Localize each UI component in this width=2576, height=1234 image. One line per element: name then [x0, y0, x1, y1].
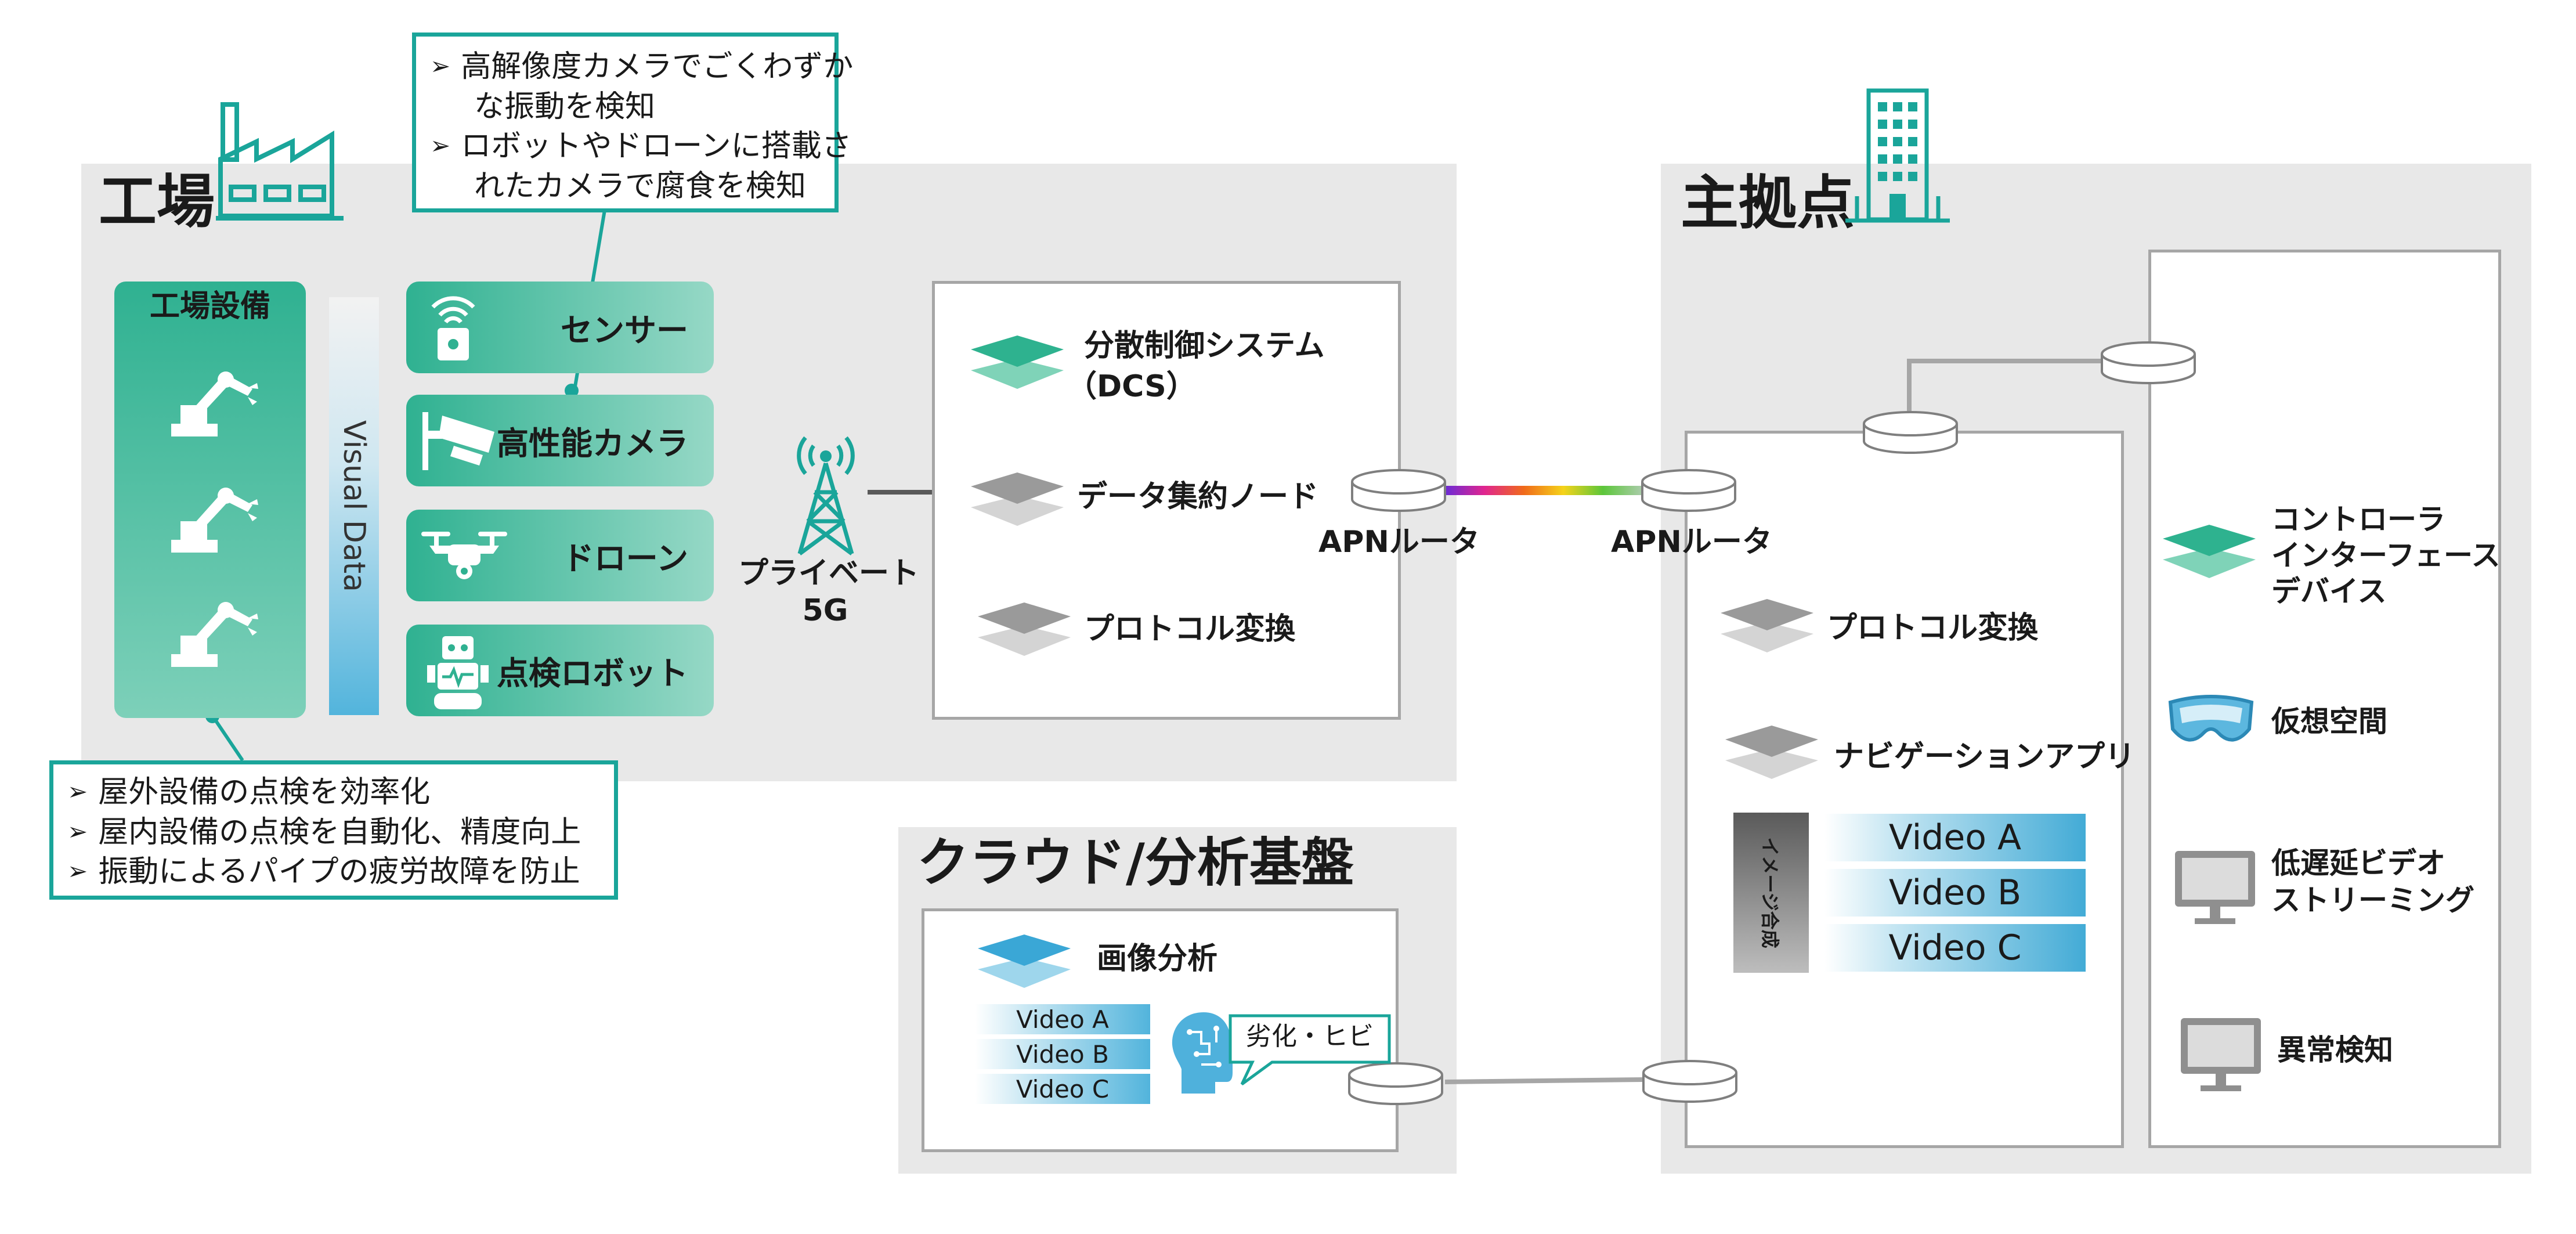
cloud-title: クラウド/分析基盤	[917, 832, 1354, 893]
bottom-callout: 屋外設備の点検を効率化 屋内設備の点検を自動化、精度向上 振動によるパイプの疲労…	[49, 760, 618, 900]
camera-tile: 高性能カメラ	[406, 395, 714, 486]
apn-router-label: APNルータ	[1318, 525, 1480, 560]
factory-icon	[216, 102, 344, 221]
router-icon	[1348, 1062, 1443, 1105]
router-icon	[1642, 1060, 1737, 1103]
drone-tile: ドローン	[406, 510, 714, 601]
dcs-label: 分散制御システム	[1084, 329, 1325, 363]
cloud-hq-link	[1444, 1077, 1643, 1084]
callout-line: 高解像度カメラでごくわずか	[430, 47, 853, 87]
data-node-label: データ集約ノード	[1077, 479, 1319, 514]
cloud-video-b: Video B	[975, 1039, 1150, 1069]
layers-icon	[971, 335, 1064, 389]
ai-brain-icon	[1172, 1012, 1240, 1094]
drone-label: ドローン	[562, 540, 688, 577]
controller-label-3: デバイス	[2271, 575, 2387, 608]
callout-line: 屋内設備の点検を自動化、精度向上	[67, 813, 600, 853]
video-b-bar: Video B	[1824, 869, 2086, 917]
robot-arm-icon	[171, 488, 258, 553]
vr-headset-icon	[2168, 695, 2254, 742]
router-icon	[1351, 469, 1446, 512]
router-icon	[1863, 411, 1958, 454]
layers-icon-gray	[1721, 599, 1813, 652]
layers-icon-gray	[978, 602, 1071, 656]
building-icon	[1845, 88, 1950, 223]
robot-arm-icon	[171, 602, 258, 667]
apn-link	[1445, 486, 1642, 495]
image-synth-label: イメージ合成	[1759, 837, 1781, 948]
robot-arm-icon	[171, 371, 258, 436]
apn-router-label-hq: APNルータ	[1611, 525, 1772, 560]
cloud-video-a: Video A	[975, 1004, 1150, 1034]
router-icon	[2101, 341, 2196, 384]
camera-icon	[422, 412, 494, 470]
layers-icon	[2163, 525, 2256, 578]
sensor-icon	[431, 296, 475, 360]
hq-processing-box	[1685, 431, 2124, 1148]
equipment-title: 工場設備	[149, 289, 270, 324]
speech-bubble	[1229, 1014, 1391, 1086]
robot-tile: 点検ロボット	[406, 625, 714, 716]
dcs-label-2: （DCS）	[1067, 369, 1197, 404]
visual-data-bar	[329, 297, 379, 715]
top-callout: 高解像度カメラでごくわずか な振動を検知 ロボットやドローンに搭載さ れたカメラ…	[412, 33, 853, 212]
factory-title: 工場	[99, 168, 215, 236]
speech-text: 劣化・ヒビ	[1246, 1022, 1374, 1051]
callout-line: ロボットやドローンに搭載さ	[430, 127, 851, 167]
drone-icon	[421, 532, 507, 579]
private-5g-label: プライベート	[738, 556, 920, 591]
callout-line: 振動によるパイプの疲労故障を防止	[67, 852, 600, 892]
monitor-icon	[2181, 1018, 2261, 1091]
hq-protocol-label: プロトコル変換	[1827, 611, 2039, 645]
streaming-label: 低遅延ビデオ	[2271, 846, 2445, 880]
equipment-panel	[114, 282, 306, 718]
video-c-bar: Video C	[1824, 924, 2086, 972]
image-synth-bar	[1733, 813, 1809, 973]
vr-label: 仮想空間	[2271, 705, 2387, 738]
hq-title: 主拠点	[1681, 169, 1855, 237]
controller-label-2: インターフェース	[2271, 539, 2501, 572]
callout-line: な振動を検知	[474, 89, 656, 124]
layers-icon-gray	[971, 472, 1064, 526]
private-5g-label-2: 5G	[802, 593, 848, 628]
layers-icon-blue	[978, 934, 1071, 988]
video-a-bar: Video A	[1824, 814, 2086, 861]
nav-app-label: ナビゲーションアプリ	[1834, 739, 2135, 774]
sensor-tile: センサー	[406, 282, 714, 373]
sensor-label: センサー	[560, 312, 688, 349]
router-icon	[1641, 469, 1736, 512]
antenna-tower-icon	[797, 436, 855, 555]
anomaly-label: 異常検知	[2277, 1033, 2393, 1067]
callout-connector-bottom	[212, 716, 244, 762]
camera-label: 高性能カメラ	[496, 425, 688, 462]
callout-dot-top	[565, 384, 579, 398]
image-analysis-label: 画像分析	[1097, 941, 1218, 976]
streaming-label-2: ストリーミング	[2271, 883, 2474, 917]
cloud-video-c: Video C	[975, 1074, 1150, 1104]
robot-label: 点検ロボット	[496, 655, 688, 692]
layers-icon-gray	[1725, 726, 1818, 779]
visual-data-label: Visual Data	[337, 420, 371, 592]
callout-line: 屋外設備の点検を効率化	[67, 773, 600, 813]
protocol-label: プロトコル変換	[1084, 612, 1296, 647]
monitor-icon	[2175, 851, 2255, 924]
controller-label: コントローラ	[2271, 503, 2445, 536]
robot-icon	[427, 636, 489, 709]
hq-link	[1907, 359, 2147, 431]
callout-line: れたカメラで腐食を検知	[474, 168, 807, 204]
